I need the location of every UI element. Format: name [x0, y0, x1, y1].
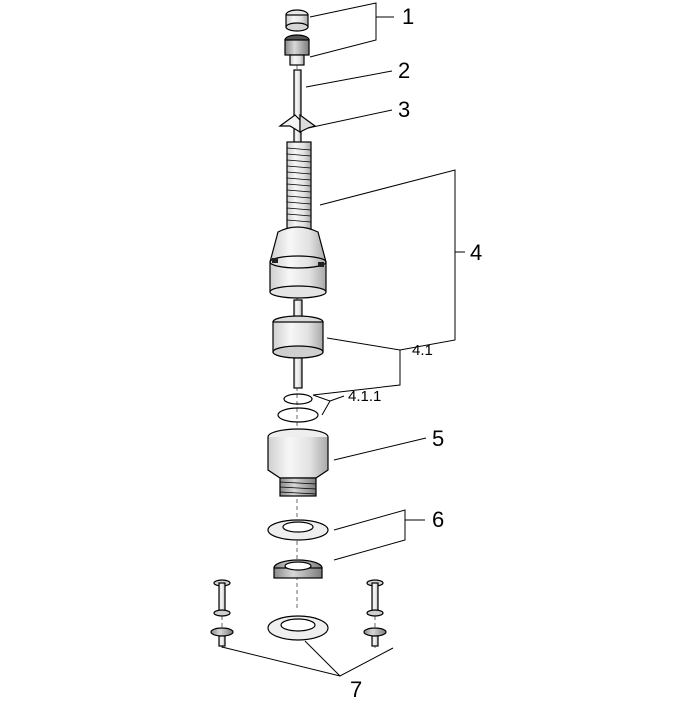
part-2-rod	[293, 69, 302, 146]
callout-4: 4	[470, 240, 482, 265]
callout-5: 5	[432, 426, 444, 451]
part-6-nut	[273, 559, 323, 579]
part-1-sleeve	[284, 34, 310, 66]
callout-4-1-1: 4.1.1	[348, 388, 381, 405]
callout-3: 3	[398, 97, 410, 122]
callout-4-1: 4.1	[412, 342, 433, 359]
part-4-1-1-orings	[277, 393, 319, 423]
part-7-left-screw	[210, 579, 234, 647]
callout-1: 1	[402, 4, 414, 29]
part-3-clip	[278, 113, 317, 134]
part-1-button-cap	[285, 9, 309, 32]
callout-6: 6	[432, 507, 444, 532]
part-4-spring	[286, 141, 312, 231]
part-6-washer	[267, 519, 329, 541]
part-4-1-valve-cartridge	[272, 299, 324, 389]
leader-lines	[221, 2, 465, 677]
callout-7: 7	[350, 677, 362, 700]
part-5-valve-body	[267, 428, 329, 497]
part-7-gasket	[267, 615, 329, 641]
callout-2: 2	[398, 58, 410, 83]
part-4-float-body	[269, 226, 327, 299]
part-7-right-screw	[363, 579, 387, 647]
